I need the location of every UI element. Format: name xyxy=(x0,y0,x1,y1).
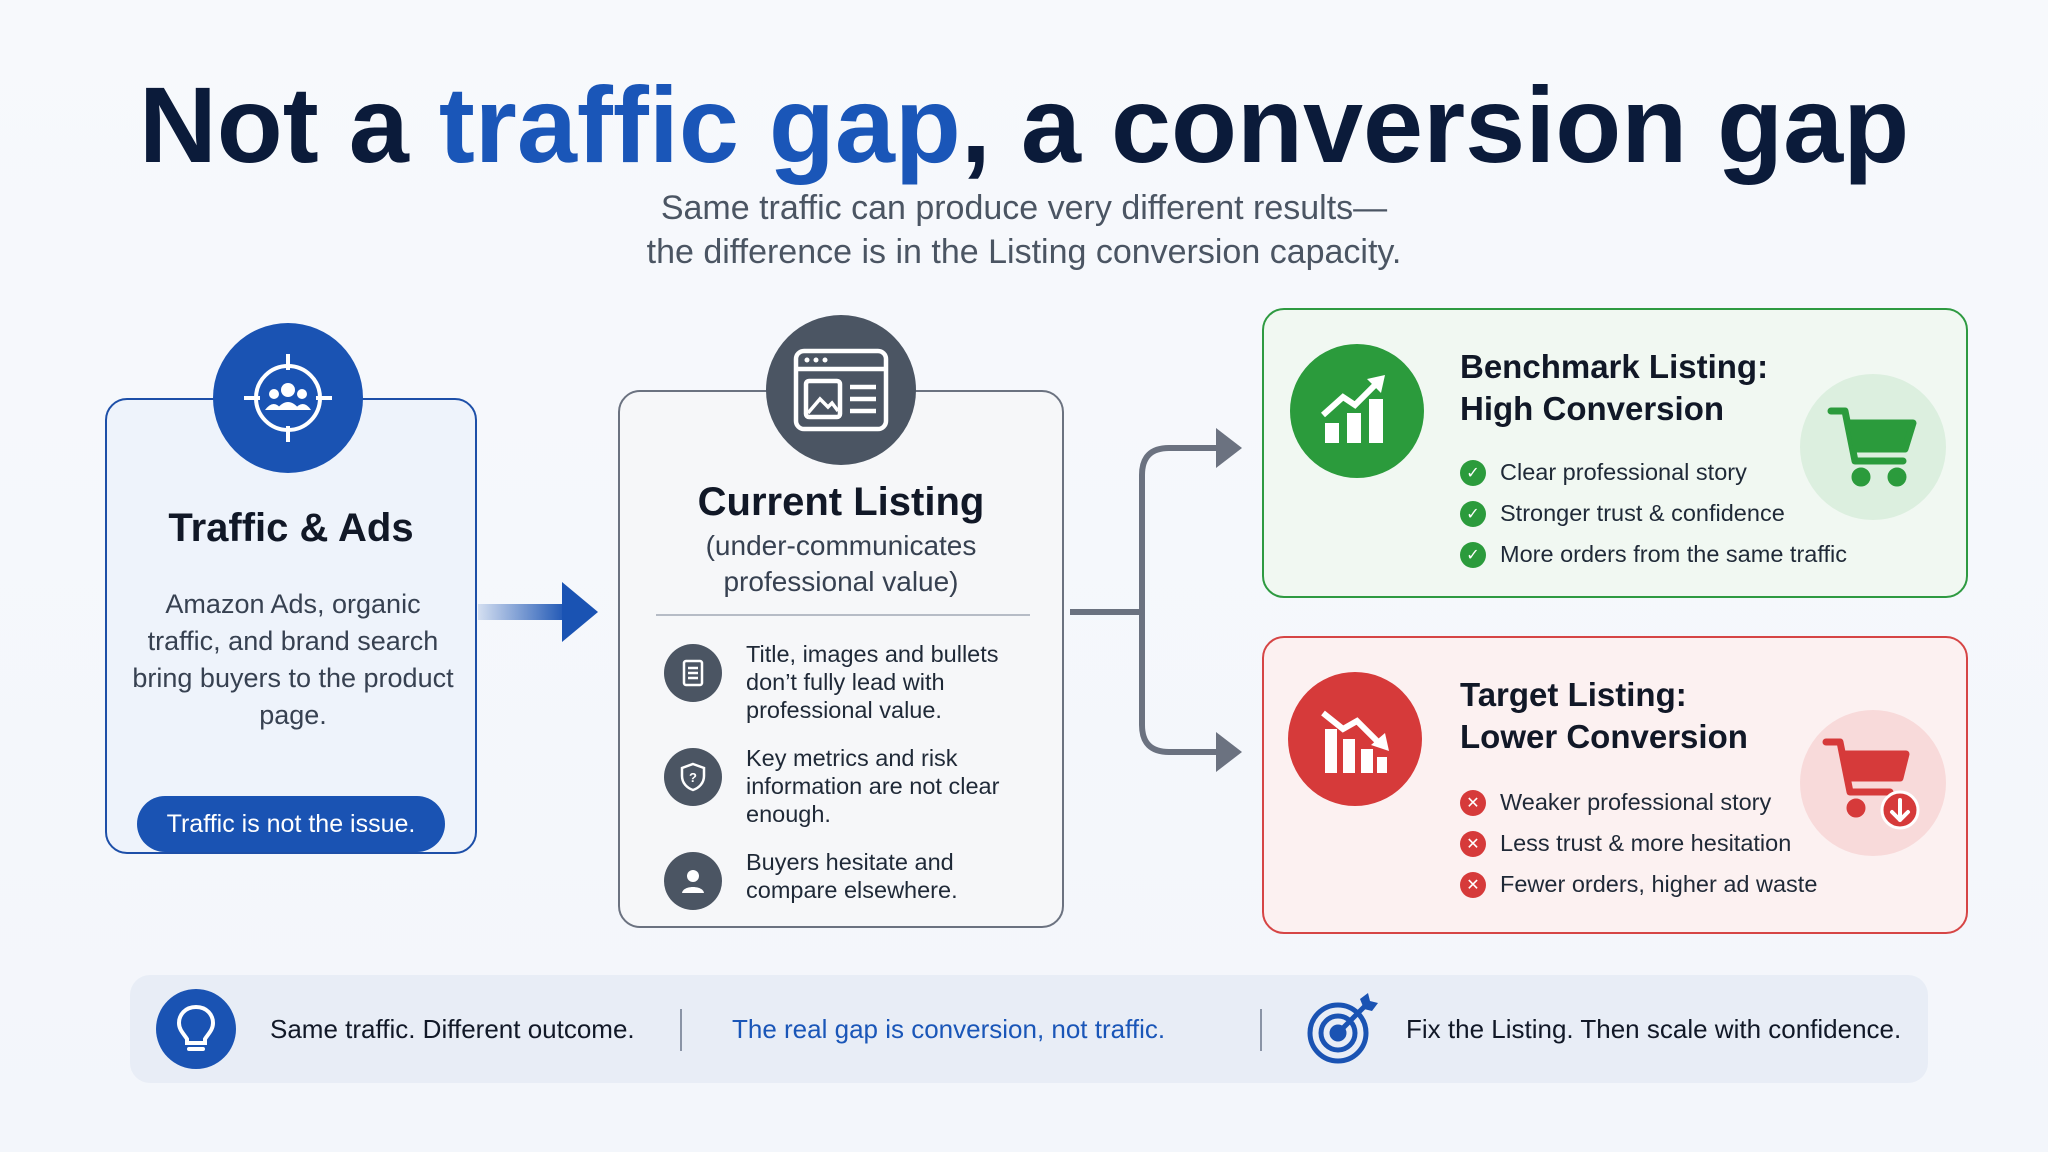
separator xyxy=(1260,1009,1262,1051)
document-icon xyxy=(664,644,722,702)
branch-arrowhead-down xyxy=(1216,732,1242,772)
check-icon: ✓ xyxy=(1460,541,1486,568)
page-subtitle: Same traffic can produce very different … xyxy=(0,186,2048,274)
title-part-2: , a conversion gap xyxy=(960,64,1910,185)
current-listing-subtitle-line-2: professional value) xyxy=(723,566,959,597)
target-drawbacks-list: ✕ Weaker professional story ✕ Less trust &… xyxy=(1460,782,1817,905)
takeaway-bar: Same traffic. Different outcome. The rea… xyxy=(130,975,1928,1083)
issue-text: Key metrics and risk information are not… xyxy=(746,745,1000,827)
check-icon: ✓ xyxy=(1460,459,1486,486)
target-title-line-1: Target Listing: xyxy=(1460,676,1687,713)
current-listing-subtitle: (under-communicates professional value) xyxy=(620,528,1062,600)
title-part-1: Not a xyxy=(138,64,439,185)
list-item: ✕ Weaker professional story xyxy=(1460,782,1817,823)
subtitle-line-2: the difference is in the Listing convers… xyxy=(646,233,1402,271)
target-users-icon xyxy=(213,323,363,473)
list-item: ✓ Stronger trust & confidence xyxy=(1460,493,1847,534)
arrow-traffic-to-listing xyxy=(478,582,598,642)
list-item: ✓ More orders from the same traffic xyxy=(1460,534,1847,575)
x-icon: ✕ xyxy=(1460,830,1486,857)
cart-icon xyxy=(1800,374,1946,520)
branch-arrowhead-up xyxy=(1216,428,1242,468)
benchmark-title-line-2: High Conversion xyxy=(1460,390,1725,427)
takeaway-right-text: Fix the Listing. Then scale with confide… xyxy=(1406,1013,1902,1044)
current-listing-title: Current Listing xyxy=(697,480,985,524)
list-item-text: Clear professional story xyxy=(1500,459,1747,485)
browser-listing-icon xyxy=(766,315,916,465)
list-item-text: Less trust & more hesitation xyxy=(1500,830,1792,856)
branch-arrows xyxy=(1070,445,1222,755)
traffic-card: Traffic & Ads Amazon Ads, organic traffi… xyxy=(105,398,477,854)
check-icon: ✓ xyxy=(1460,500,1486,527)
traffic-card-title: Traffic & Ads xyxy=(168,506,414,550)
shield-question-icon: ? xyxy=(664,748,722,806)
takeaway-middle-text: The real gap is conversion, not traffic. xyxy=(732,1013,1166,1044)
issue-item: Buyers hesitate and compare elsewhere. xyxy=(664,848,1044,910)
issue-item: ? Key metrics and risk information are n… xyxy=(664,744,1044,828)
svg-text:?: ? xyxy=(689,770,697,785)
page-title: Not a traffic gap, a conversion gap xyxy=(0,62,2048,187)
x-icon: ✕ xyxy=(1460,789,1486,816)
benchmark-benefits-list: ✓ Clear professional story ✓ Stronger trus… xyxy=(1460,452,1847,575)
benchmark-title: Benchmark Listing: High Conversion xyxy=(1460,346,1768,430)
traffic-status-pill: Traffic is not the issue. xyxy=(137,796,445,852)
benchmark-listing-card: Benchmark Listing: High Conversion ✓ Clea… xyxy=(1262,308,1968,598)
target-title-line-2: Lower Conversion xyxy=(1460,718,1748,755)
benchmark-title-line-1: Benchmark Listing: xyxy=(1460,348,1769,385)
subtitle-line-1: Same traffic can produce very different … xyxy=(660,189,1388,227)
traffic-card-body: Amazon Ads, organic traffic, and brand s… xyxy=(132,589,454,730)
user-icon xyxy=(664,852,722,910)
cart-down-icon xyxy=(1800,710,1946,856)
divider xyxy=(656,614,1030,616)
chart-up-icon xyxy=(1290,344,1424,478)
chart-down-icon xyxy=(1288,672,1422,806)
current-listing-card: Current Listing (under-communicates prof… xyxy=(618,390,1064,928)
title-accent: traffic gap xyxy=(438,64,961,185)
issue-item: Title, images and bullets don’t fully le… xyxy=(664,640,1044,724)
issue-text: Buyers hesitate and compare elsewhere. xyxy=(746,849,958,903)
separator xyxy=(680,1009,682,1051)
target-title: Target Listing: Lower Conversion xyxy=(1460,674,1748,758)
issue-text: Title, images and bullets don’t fully le… xyxy=(746,641,999,723)
list-item-text: More orders from the same traffic xyxy=(1500,541,1847,567)
list-item-text: Stronger trust & confidence xyxy=(1500,500,1785,526)
x-icon: ✕ xyxy=(1460,871,1486,898)
list-item-text: Weaker professional story xyxy=(1500,789,1772,815)
takeaway-left-text: Same traffic. Different outcome. xyxy=(270,1013,635,1044)
target-listing-card: Target Listing: Lower Conversion ✕ Weaker… xyxy=(1262,636,1968,934)
list-item-text: Fewer orders, higher ad waste xyxy=(1500,871,1818,897)
list-item: ✕ Fewer orders, higher ad waste xyxy=(1460,864,1817,905)
list-item: ✓ Clear professional story xyxy=(1460,452,1847,493)
list-item: ✕ Less trust & more hesitation xyxy=(1460,823,1817,864)
target-arrow-icon xyxy=(1302,989,1382,1069)
lightbulb-icon xyxy=(156,989,236,1069)
current-listing-subtitle-line-1: (under-communicates xyxy=(705,530,977,561)
